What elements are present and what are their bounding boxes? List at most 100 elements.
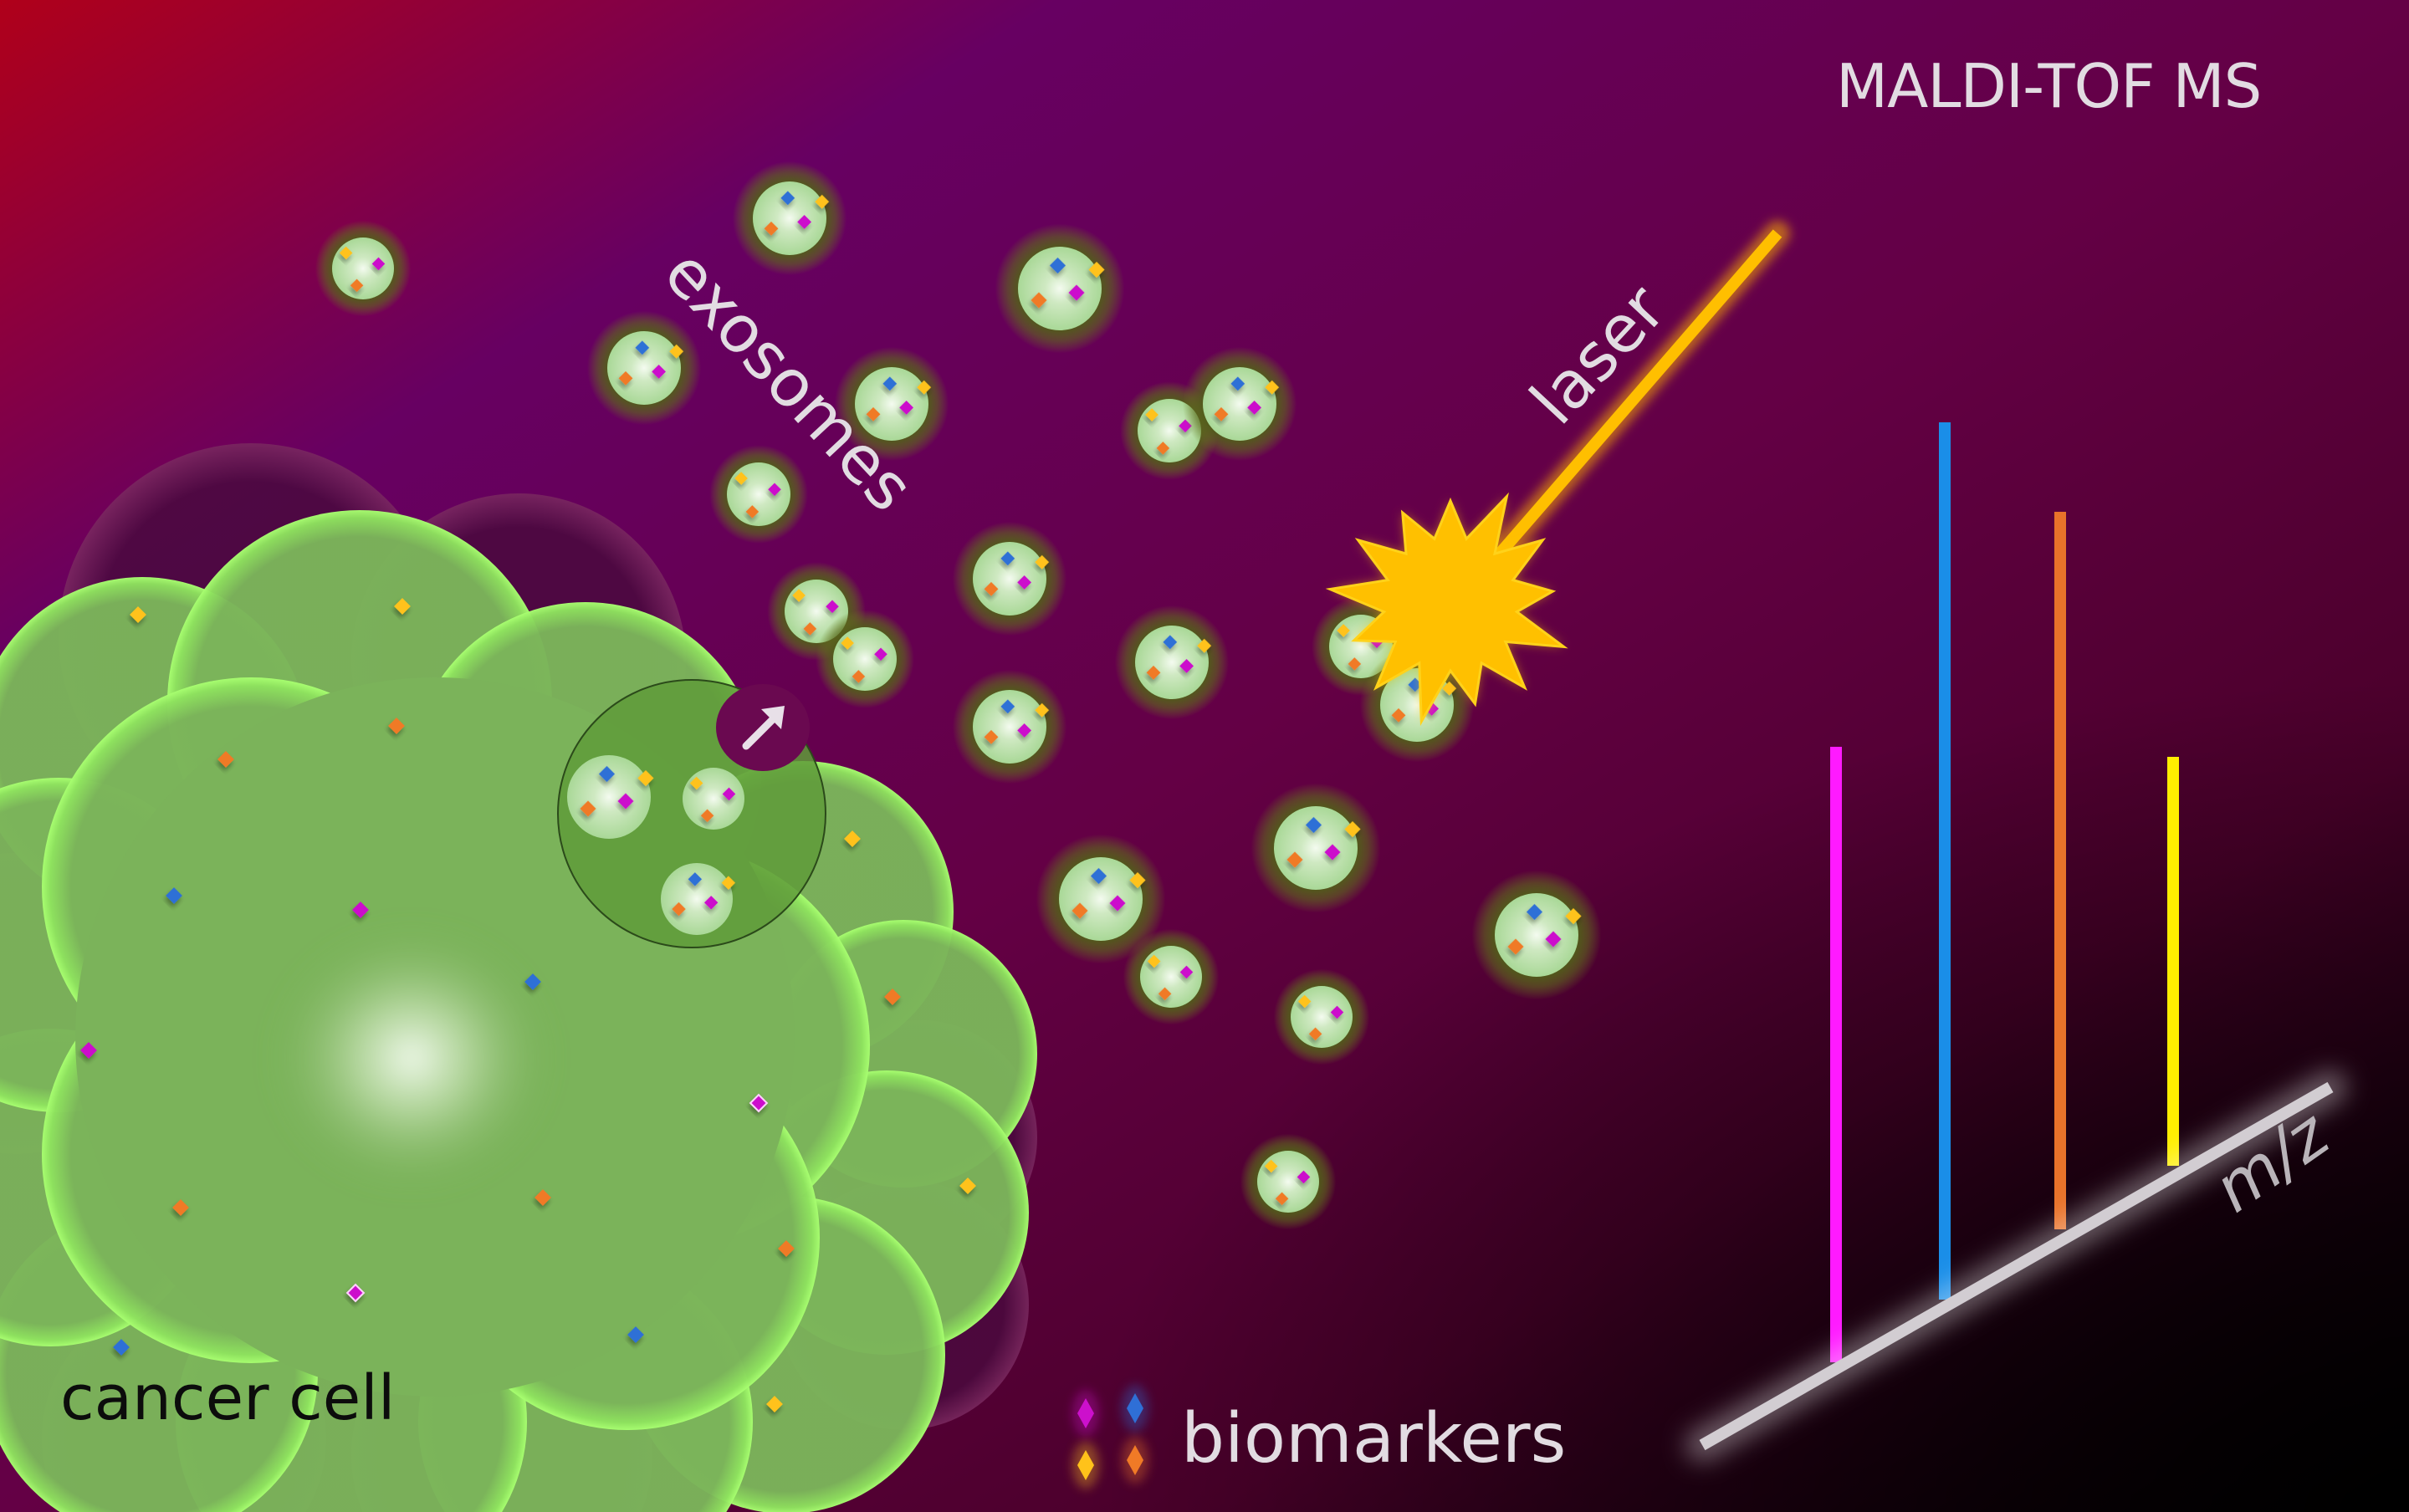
exosome: [567, 755, 654, 839]
biomarker-blue-icon: [1090, 867, 1107, 885]
biomarker-magenta-icon: [1297, 1170, 1311, 1184]
exosome: [1273, 968, 1370, 1065]
biomarker-orange-icon: [1348, 657, 1362, 671]
exosome: [1240, 1133, 1337, 1230]
biomarker-magenta-icon: [652, 364, 667, 379]
biomarker-magenta-icon: [874, 647, 887, 662]
cell-biomarker-blue-icon: [627, 1326, 644, 1343]
legend-biomarker-yellow-icon: [1077, 1450, 1094, 1480]
biomarker-orange-icon: [852, 670, 866, 683]
cell-biomarker-magenta-icon: [749, 1093, 769, 1113]
cell-biomarker-orange-icon: [388, 718, 405, 734]
exosome: [661, 863, 736, 935]
cell-biomarkers: [80, 598, 976, 1412]
cell-biomarker-blue-icon: [524, 973, 541, 990]
biomarker-yellow-icon: [1145, 408, 1158, 421]
cell-biomarker-yellow-icon: [844, 830, 861, 847]
biomarker-magenta-icon: [703, 896, 719, 910]
exosome: [1471, 870, 1602, 1000]
biomarkers-legend: biomarkers: [1072, 1385, 1566, 1489]
biomarker-yellow-icon: [637, 769, 654, 787]
biomarker-blue-icon: [598, 765, 616, 783]
cancer-cell-label: cancer cell: [60, 1362, 395, 1434]
biomarker-orange-icon: [1286, 851, 1303, 868]
exosome: [683, 768, 744, 830]
biomarker-magenta-icon: [1179, 965, 1194, 979]
cell-biomarker-yellow-icon: [394, 598, 411, 615]
biomarker-yellow-icon: [1129, 871, 1146, 889]
biomarker-yellow-icon: [792, 589, 806, 602]
biomarker-magenta-icon: [1324, 844, 1341, 861]
exosome-cloud: [315, 161, 1602, 1230]
cell-biomarker-magenta-icon: [345, 1283, 366, 1303]
biomarker-magenta-icon: [797, 214, 812, 229]
exosome: [315, 220, 412, 317]
cancer-cell: [0, 443, 1037, 1512]
cell-biomarker-magenta-icon: [352, 902, 369, 918]
laser-beam: [1460, 221, 1790, 598]
exosome: [1036, 834, 1166, 964]
exosome: [732, 161, 847, 276]
multivesicular-body: [557, 679, 826, 948]
biomarker-yellow-icon: [669, 344, 684, 359]
biomarker-magenta-icon: [722, 787, 736, 801]
biomarker-yellow-icon: [734, 472, 748, 485]
biomarker-orange-icon: [1156, 442, 1170, 455]
biomarker-blue-icon: [635, 340, 650, 355]
cell-biomarker-magenta-icon: [80, 1042, 97, 1059]
biomarker-magenta-icon: [1330, 1005, 1344, 1019]
biomarker-yellow-icon: [1264, 1159, 1278, 1173]
cell-biomarker-blue-icon: [166, 887, 182, 904]
cell-biomarker-orange-icon: [534, 1189, 551, 1206]
legend-biomarker-magenta-icon: [1077, 1398, 1094, 1428]
cell-biomarker-yellow-icon: [766, 1396, 783, 1412]
legend-biomarker-orange-icon: [1127, 1445, 1143, 1475]
biomarker-orange-icon: [1031, 292, 1047, 309]
exosome: [995, 223, 1125, 354]
exosome: [952, 669, 1067, 784]
laser-burst-icon: [1325, 492, 1568, 727]
arrow-up-right-icon: [742, 706, 785, 750]
mz-axis: [1699, 1081, 2334, 1451]
biomarker-orange-icon: [1507, 938, 1524, 955]
exosome: [834, 346, 949, 462]
biomarker-orange-icon: [1158, 987, 1172, 1001]
biomarker-orange-icon: [618, 370, 633, 386]
biomarker-orange-icon: [1072, 902, 1088, 919]
biomarkers-label: biomarkers: [1181, 1399, 1566, 1479]
biomarker-yellow-icon: [1088, 261, 1105, 278]
exosome: [1123, 928, 1220, 1025]
biomarker-orange-icon: [672, 902, 686, 917]
biomarker-yellow-icon: [1565, 907, 1582, 925]
biomarker-orange-icon: [764, 221, 779, 236]
biomarker-yellow-icon: [689, 776, 703, 790]
biomarker-yellow-icon: [1337, 624, 1350, 637]
cell-biomarker-blue-icon: [113, 1339, 130, 1356]
biomarker-magenta-icon: [1545, 931, 1562, 948]
exosome: [1114, 605, 1230, 720]
biomarker-magenta-icon: [768, 483, 781, 497]
biomarker-magenta-icon: [826, 600, 839, 614]
exosome: [1251, 783, 1381, 913]
exosome: [709, 445, 808, 544]
cell-biomarker-yellow-icon: [959, 1177, 976, 1194]
biomarker-yellow-icon: [1147, 954, 1161, 968]
biomarker-yellow-icon: [1344, 820, 1361, 838]
cell-biomarker-orange-icon: [884, 988, 901, 1005]
biomarker-orange-icon: [1308, 1027, 1322, 1041]
biomarker-orange-icon: [745, 505, 760, 518]
biomarker-icons: [1072, 1385, 1148, 1489]
cell-biomarker-orange-icon: [172, 1199, 189, 1216]
exosome: [816, 610, 914, 708]
legend-biomarker-blue-icon: [1127, 1393, 1143, 1423]
biomarker-orange-icon: [1275, 1192, 1289, 1206]
biomarker-blue-icon: [1526, 903, 1543, 921]
biomarker-magenta-icon: [617, 793, 634, 810]
biomarker-yellow-icon: [1297, 994, 1312, 1009]
biomarker-blue-icon: [1049, 257, 1066, 274]
biomarker-blue-icon: [1305, 816, 1322, 834]
cell-biomarker-orange-icon: [778, 1240, 795, 1257]
biomarker-blue-icon: [780, 191, 795, 206]
biomarker-orange-icon: [803, 622, 817, 636]
